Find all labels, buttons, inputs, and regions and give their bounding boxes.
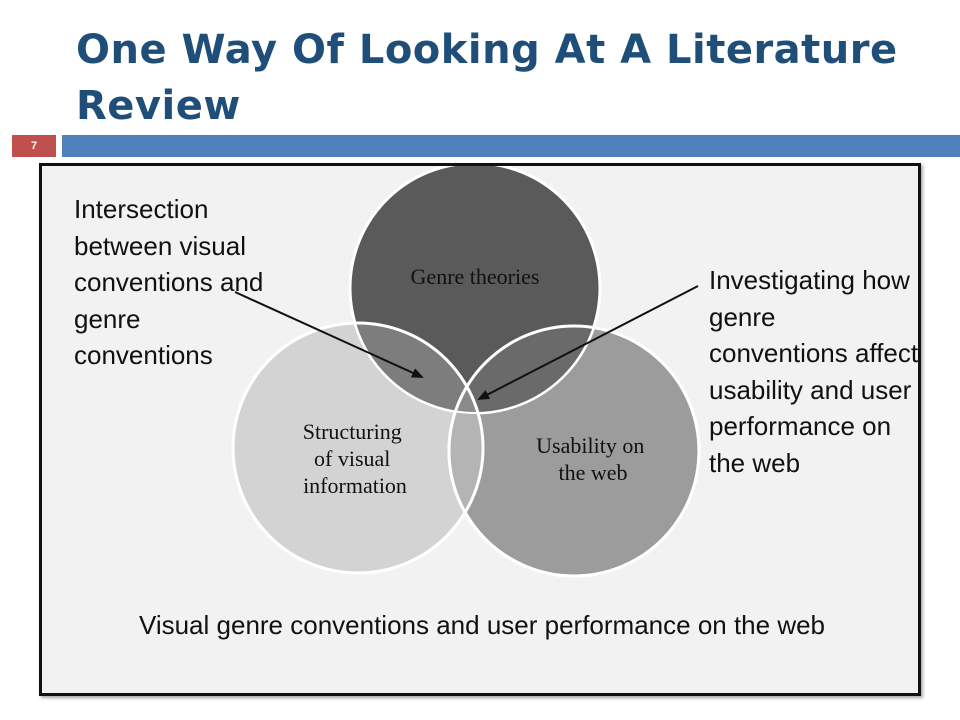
- diagram-image-frame: Genre theories Structuring of visual inf…: [39, 163, 921, 696]
- arrow-left-annotation: [234, 291, 424, 378]
- label-usability: Usability on the web: [536, 433, 650, 485]
- slide-number: 7: [12, 135, 56, 157]
- annotation-intersection: Intersection between visual conventions …: [74, 194, 264, 370]
- title-divider-bar: [62, 135, 960, 157]
- overlap-genre-usability: [449, 326, 600, 413]
- arrow-right-annotation: [477, 285, 699, 400]
- venn-diagram: Genre theories Structuring of visual inf…: [231, 166, 701, 578]
- slide-title: One Way Of Looking At A Literature Revie…: [76, 27, 898, 129]
- diagram-caption: Visual genre conventions and user perfor…: [138, 610, 826, 640]
- label-structuring: Structuring of visual information: [303, 419, 408, 498]
- overlap-genre-structuring: [350, 323, 483, 413]
- label-genre-theories: Genre theories: [411, 264, 540, 289]
- annotation-investigating: Investigating how genre conventions affe…: [709, 265, 919, 478]
